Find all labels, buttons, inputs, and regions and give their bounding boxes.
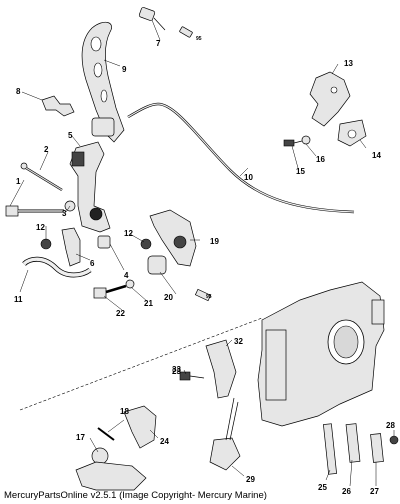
callout-32: 32 xyxy=(234,337,243,346)
part-bracket xyxy=(41,95,75,117)
part-bolt-1 xyxy=(5,205,64,217)
callout-23: 23 xyxy=(172,367,181,376)
callout-25: 25 xyxy=(318,483,327,492)
part-link xyxy=(309,71,351,127)
callout-33: 33 xyxy=(172,365,181,374)
part-shift-rod xyxy=(127,102,355,214)
callout-20: 20 xyxy=(164,293,173,302)
callout-9: 9 xyxy=(122,65,127,74)
part-switch xyxy=(209,397,241,471)
part-bolt-22 xyxy=(93,284,127,299)
grease-tube-20 xyxy=(194,288,212,302)
part-housing xyxy=(257,281,385,427)
part-hose xyxy=(22,256,92,278)
part-throttle-link xyxy=(123,405,157,449)
part-throttle-cam xyxy=(149,209,197,267)
part-pin xyxy=(138,7,166,31)
callout-4: 4 xyxy=(124,271,129,280)
part-washer-17 xyxy=(91,447,109,465)
callout-19: 19 xyxy=(210,237,219,246)
callout-7: 7 xyxy=(156,39,161,48)
part-roller-20 xyxy=(147,255,167,275)
callout-17: 17 xyxy=(76,433,85,442)
part-lever-bracket xyxy=(205,339,237,399)
callout-1: 1 xyxy=(16,177,21,186)
callout-numbers: 1 2 3 4 5 6 7 8 9 10 11 12 12 13 14 15 1… xyxy=(14,39,395,496)
copyright-footer: MercuryPartsOnline v2.5.1 (Image Copyrig… xyxy=(4,490,267,501)
callout-10: 10 xyxy=(244,173,253,182)
part-fastener-12-right xyxy=(140,238,152,250)
callout-18: 18 xyxy=(120,407,129,416)
part-lever-arm xyxy=(69,141,111,233)
callout-5: 5 xyxy=(68,131,73,140)
callout-27: 27 xyxy=(370,487,379,496)
part-cam-follower xyxy=(61,227,81,267)
callout-16: 16 xyxy=(316,155,325,164)
callout-28: 28 xyxy=(386,421,395,430)
part-washer-16 xyxy=(301,135,311,145)
callout-22: 22 xyxy=(116,309,125,318)
grease-note-95-top: 95 xyxy=(196,36,202,42)
part-bolt-2 xyxy=(20,162,63,192)
part-clip-26 xyxy=(345,423,361,463)
grease-note-95-mid: 95 xyxy=(206,294,212,300)
grease-tube xyxy=(179,26,193,38)
callout-14: 14 xyxy=(372,151,381,160)
leader-lines xyxy=(9,19,395,487)
part-clip-25 xyxy=(323,423,337,475)
part-sensor xyxy=(75,461,147,491)
callout-12-left: 12 xyxy=(36,223,45,232)
part-washer-21 xyxy=(125,279,135,289)
part-clip-27 xyxy=(370,433,384,463)
callout-12-right: 12 xyxy=(124,229,133,238)
callout-2: 2 xyxy=(44,145,49,154)
dashed-separator xyxy=(19,317,263,411)
callout-24: 24 xyxy=(160,437,169,446)
callout-6: 6 xyxy=(90,259,95,268)
callout-3: 3 xyxy=(62,209,67,218)
part-bushing-4 xyxy=(97,235,111,249)
callout-29: 29 xyxy=(246,475,255,484)
callout-11: 11 xyxy=(14,295,23,304)
callout-21: 21 xyxy=(144,299,153,308)
part-screw-28 xyxy=(389,435,399,445)
callout-8: 8 xyxy=(16,87,21,96)
callout-26: 26 xyxy=(342,487,351,496)
callout-13: 13 xyxy=(344,59,353,68)
callout-15: 15 xyxy=(296,167,305,176)
part-shift-lever xyxy=(81,21,125,143)
part-screw-33 xyxy=(179,371,205,381)
part-fastener-12-left xyxy=(40,238,52,250)
part-pin-18 xyxy=(97,427,115,441)
part-plate xyxy=(337,119,367,147)
